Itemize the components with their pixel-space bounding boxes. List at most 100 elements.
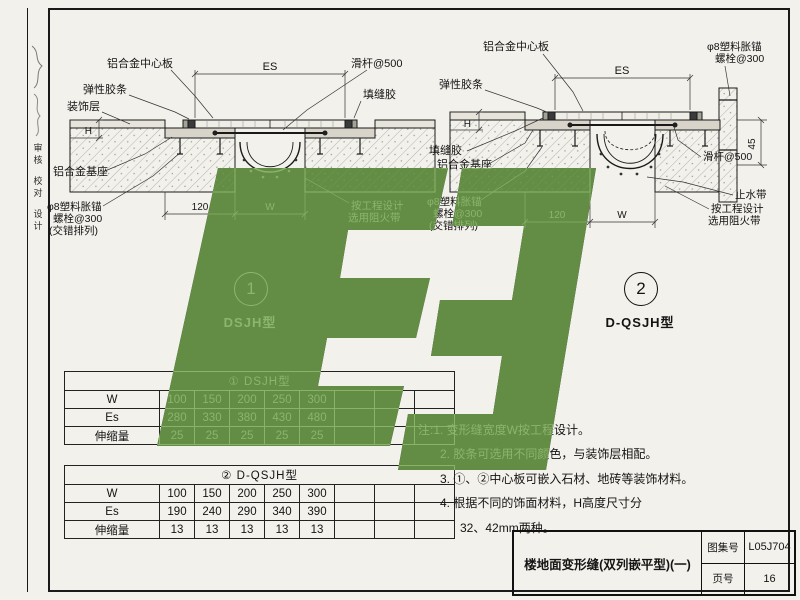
table-cell (334, 390, 375, 409)
notes-block: 注:1. 变形缝宽度W按工程设计。 2. 胶条可选用不同颜色，与装饰层相配。 3… (418, 422, 770, 544)
table-cell: 25 (229, 426, 265, 445)
table-cell (374, 426, 415, 445)
table-row: Es 190 240 290 340 390 (64, 502, 456, 521)
table-cell: 430 (264, 408, 300, 427)
row-label: 伸缩量 (64, 426, 160, 445)
finish-layer-right (374, 119, 436, 129)
label-dim-w: W (617, 210, 627, 221)
note-line: 注:1. 变形缝宽度W按工程设计。 (418, 423, 591, 437)
table-cell: 300 (299, 390, 335, 409)
table-cell: 25 (264, 426, 300, 445)
label-anchor-line1: φ8塑料胀锚 (427, 195, 482, 208)
table-cell (334, 484, 375, 503)
finish-layer-left (449, 111, 526, 121)
table-cell: 190 (159, 502, 195, 521)
finish-layer-left (69, 119, 166, 129)
table-row: 伸缩量 25 25 25 25 25 (64, 426, 456, 445)
table-cell: 200 (229, 484, 265, 503)
label-slide-rod: 滑杆@500 (351, 56, 403, 70)
row-label: W (64, 390, 160, 409)
detail-number-2: 2 (624, 272, 658, 306)
detail-number-1-text: 1 (246, 279, 256, 298)
row-label: W (64, 484, 160, 503)
label-anchor-line2: 螺栓@300 (433, 207, 482, 220)
sealant-left (542, 111, 549, 121)
rubber-strip-left (547, 111, 556, 121)
center-plate (554, 111, 691, 121)
label-anchor-line1: φ8塑料胀锚 (47, 200, 102, 213)
label-base: 铝合金基座 (53, 164, 108, 178)
label-anchor-right-line1: φ8塑料胀锚 (707, 40, 762, 53)
atlas-number-row: 图集号 L05J704 (702, 532, 794, 563)
label-fire-line1: 按工程设计 (351, 199, 404, 212)
table-cell: 340 (264, 502, 300, 521)
detail-type-1: DSJH型 (223, 315, 277, 330)
page-frame (48, 8, 790, 592)
label-dim-120: 120 (192, 202, 209, 213)
table-cell: 290 (229, 502, 265, 521)
signature-scribble (31, 45, 43, 137)
label-h-dim: H (85, 126, 92, 137)
detail-drawing-1: 铝合金中心板 ES 滑杆@500 填缝胶 弹性胶条 装饰层 H 铝合金基座 φ8… (47, 56, 436, 237)
label-anchor-line2: 螺栓@300 (53, 212, 102, 225)
table-cell: 300 (299, 484, 335, 503)
row-label: 伸缩量 (64, 520, 160, 539)
table-cell: 250 (264, 484, 300, 503)
table-cell: 13 (264, 520, 300, 539)
label-center-plate: 铝合金中心板 (483, 39, 549, 53)
table-cell (374, 484, 415, 503)
label-rubber-strip: 弹性胶条 (83, 82, 127, 96)
spec-table-dqsjh: ② D-QSJH型 W 100 150 200 250 300 Es 190 2… (63, 465, 456, 539)
label-fire-line2: 选用阻火带 (708, 214, 761, 227)
table-header: ② D-QSJH型 (63, 465, 456, 485)
table-cell (374, 520, 415, 539)
page-number-row: 页号 16 (702, 562, 794, 594)
sealant-left (182, 119, 189, 129)
note-line: 4. 根据不同的饰面材料，H高度尺寸分 (440, 496, 643, 511)
table-cell: 25 (299, 426, 335, 445)
table-row: 伸缩量 13 13 13 13 13 (64, 520, 456, 539)
label-rubber-strip: 弹性胶条 (439, 77, 483, 91)
table-cell (374, 408, 415, 427)
table-cell (334, 426, 375, 445)
table-row: W 100 150 200 250 300 (64, 484, 456, 503)
rubber-strip-right (344, 119, 353, 129)
label-base: 铝合金基座 (437, 157, 492, 171)
table-cell: 25 (159, 426, 195, 445)
binding-label: 设计 (32, 209, 43, 233)
detail-drawing-2: 铝合金中心板 ES φ8塑料胀锚 螺栓@300 弹性胶条 H 填缝胶 铝合金基座… (427, 39, 767, 232)
detail-type-2: D-QSJH型 (605, 315, 675, 330)
spec-table-dsjh: ① DSJH型 W 100 150 200 250 300 Es 280 330… (63, 371, 456, 445)
table-cell: 25 (194, 426, 230, 445)
label-es-dim: ES (615, 65, 630, 77)
table-cell (334, 502, 375, 521)
label-fire-line1: 按工程设计 (711, 202, 764, 215)
sealant-right (696, 111, 703, 121)
rubber-strip-right (689, 111, 698, 121)
atlas-number-value: L05J704 (748, 541, 791, 554)
label-sealant: 填缝胶 (363, 87, 396, 101)
label-center-plate: 铝合金中心板 (107, 56, 173, 70)
table-row: W 100 150 200 250 300 (64, 390, 456, 409)
wall-strip (718, 87, 738, 203)
label-anchor-line3: (交错排列) (49, 224, 98, 237)
row-label: Es (64, 408, 160, 427)
label-h-dim: H (464, 119, 471, 130)
left-slab (449, 119, 591, 193)
table-cell: 250 (264, 390, 300, 409)
label-es-dim: ES (263, 61, 278, 73)
table-cell: 380 (229, 408, 265, 427)
title-block: 楼地面变形缝(双列嵌平型)(一) 图集号 L05J704 页号 16 (512, 530, 796, 596)
detail-number-2-text: 2 (636, 279, 646, 298)
page-number-label: 页号 (702, 563, 745, 594)
table-cell (334, 520, 375, 539)
table-cell (413, 390, 456, 409)
waterstop-loop (596, 133, 664, 169)
table-cell: 13 (229, 520, 265, 539)
anchor-bolts (537, 99, 737, 151)
table-cell: 100 (159, 484, 195, 503)
label-anchor-right-line2: 螺栓@300 (715, 52, 764, 65)
fire-band-loop (239, 141, 301, 173)
joint-section-1 (69, 119, 436, 193)
detail-number-1: 1 (234, 272, 268, 306)
